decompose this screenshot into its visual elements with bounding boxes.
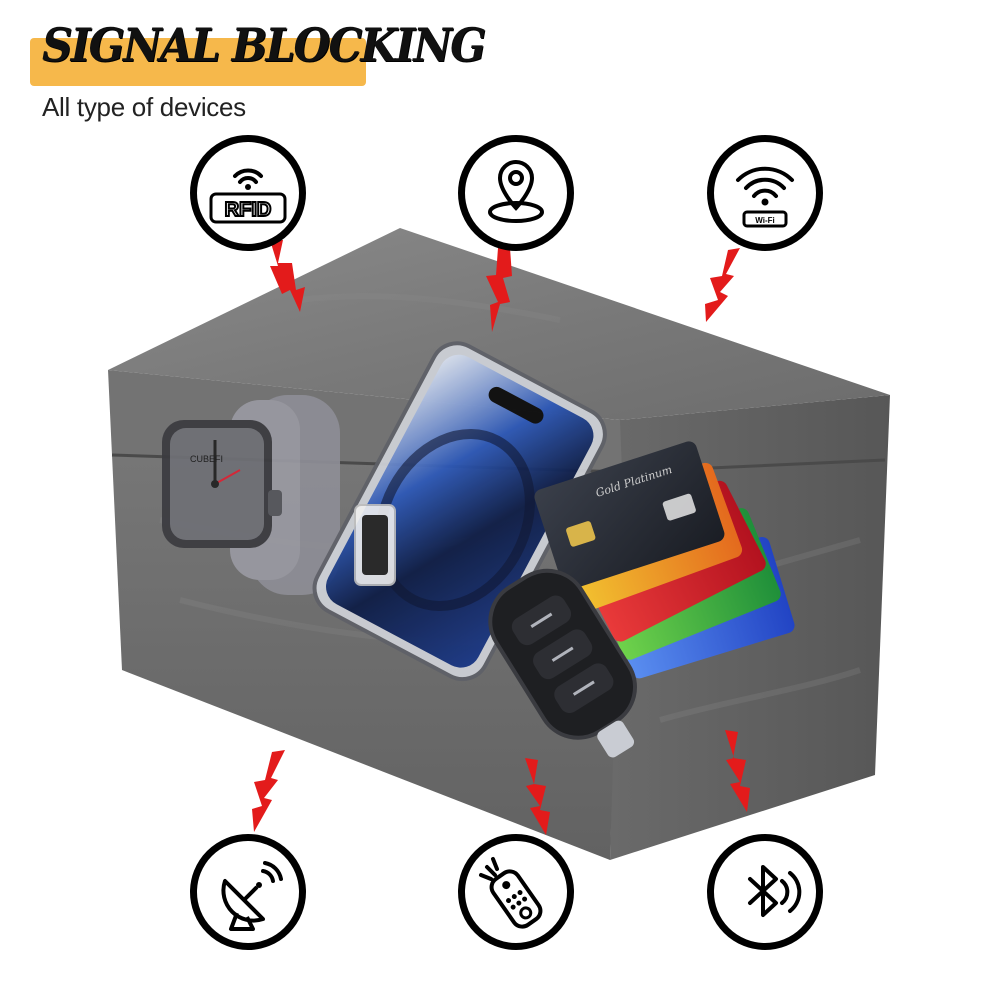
lightning-bolts (252, 240, 750, 835)
wifi-label: Wi-Fi (755, 216, 774, 225)
watch-brand-label: CUBEFI (190, 454, 223, 464)
card-black (534, 441, 725, 590)
location-pin-icon (458, 135, 574, 251)
remote-control-icon (458, 834, 574, 950)
lightning-bolt-satellite (252, 750, 285, 832)
satellite-dish-icon (190, 834, 306, 950)
smartwatch: CUBEFI (162, 395, 340, 595)
wifi-router-icon: Wi-Fi (707, 135, 823, 251)
smartphone (312, 341, 607, 682)
rfid-label: RFID (225, 199, 272, 221)
lightning-bolt-wifi (705, 248, 740, 322)
page-subtitle: All type of devices (42, 92, 246, 122)
box-lid-top (108, 228, 890, 420)
rfid-icon: RFID (190, 135, 306, 251)
lightning-bolt-gps (486, 248, 512, 332)
lightning-bolt-bluetooth (725, 730, 750, 812)
title-highlight-band (30, 38, 366, 86)
lightning-bolt-remote (525, 758, 550, 835)
box-latch (354, 504, 396, 586)
car-key-fob (488, 568, 637, 758)
card-stack: Gold Platinum (534, 441, 795, 679)
bluetooth-icon (707, 834, 823, 950)
page-title: SIGNAL BLOCKING (42, 18, 486, 72)
lightning-bolt-rfid (270, 240, 305, 312)
